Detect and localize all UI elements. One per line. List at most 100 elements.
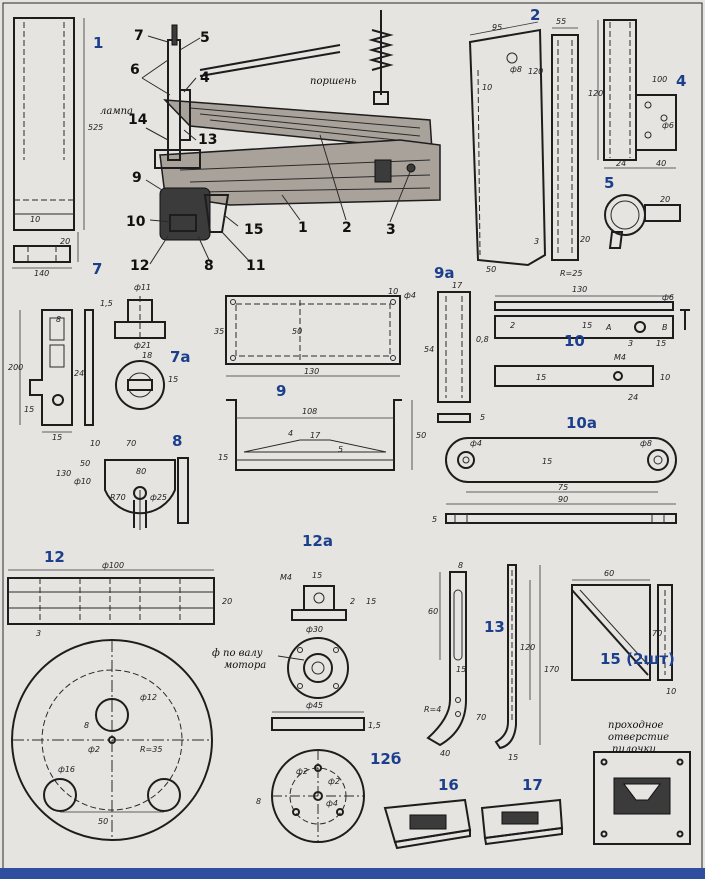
- dim-9-f4: ф4: [404, 291, 416, 300]
- dim-10-m4: М4: [614, 353, 626, 362]
- dim-8-50: 50: [80, 459, 90, 468]
- dim-10-130: 130: [572, 285, 587, 294]
- part-10a-drawing: [445, 437, 677, 524]
- dim-12b-f2b: ф2: [328, 777, 340, 786]
- part-10-drawing: [494, 295, 690, 387]
- figure-label-4: 4: [676, 72, 686, 90]
- figure-label-13: 13: [484, 618, 505, 636]
- dim-10a-f4: ф4: [470, 439, 482, 448]
- callout-5: 5: [200, 30, 210, 46]
- dim-10-a: A: [605, 323, 611, 332]
- dim-13-70: 70: [476, 713, 486, 722]
- dim-12b-f2a: ф2: [296, 767, 308, 776]
- dim-12-f100: ф100: [102, 561, 124, 570]
- dim-4-100: 100: [652, 75, 667, 84]
- figure-label-12b: 12б: [370, 750, 401, 768]
- figure-label-12: 12: [44, 548, 65, 566]
- figure-label-7: 7: [92, 260, 102, 278]
- figure-label-2: 2: [530, 6, 540, 24]
- callout-9: 9: [132, 170, 142, 186]
- part-4-drawing: [597, 19, 677, 169]
- annotation-through-hole-1: проходное: [608, 720, 663, 731]
- figure-label-17: 17: [522, 776, 543, 794]
- dim-9a-54: 54: [424, 345, 434, 354]
- figure-label-15: 15 (2шт): [600, 650, 675, 668]
- dim-10a-90: 90: [558, 495, 568, 504]
- dim-10-2: 2: [510, 321, 515, 330]
- figure-label-7a: 7а: [170, 348, 191, 366]
- dim-4-f6: ф6: [662, 121, 674, 130]
- callout-10: 10: [126, 214, 146, 230]
- dim-10-b: B: [662, 323, 668, 332]
- part-13-drawing: [426, 564, 541, 750]
- figure-label-12a: 12а: [302, 532, 333, 550]
- callout-11: 11: [246, 258, 265, 274]
- figure-label-10: 10: [564, 332, 585, 350]
- dim-7-200: 200: [8, 363, 23, 372]
- part-9a-drawing: [437, 291, 471, 423]
- dim-10a-15: 15: [542, 457, 552, 466]
- part-15-drawing: [571, 579, 673, 681]
- dim-9-50: 50: [292, 327, 302, 336]
- dim-5-20: 20: [660, 195, 670, 204]
- dim-4-40: 40: [656, 159, 666, 168]
- dim-9a-17: 17: [452, 281, 463, 290]
- dim-12b-f4: ф4: [326, 799, 338, 808]
- part-9-drawing: [225, 295, 413, 471]
- dim-4-24: 24: [616, 159, 626, 168]
- dim-9-17: 17: [310, 431, 321, 440]
- dim-1-20: 20: [60, 237, 70, 246]
- dim-9-4: 4: [288, 429, 293, 438]
- dim-2-10: 10: [482, 83, 492, 92]
- dim-7-15b: 15: [52, 433, 62, 442]
- dim-1-10: 10: [30, 215, 40, 224]
- callout-4: 4: [200, 70, 210, 86]
- part-5-drawing: [604, 194, 681, 249]
- dim-2-50: 50: [486, 265, 496, 274]
- dim-10a-f8: ф8: [640, 439, 652, 448]
- dim-13-170: 170: [544, 665, 559, 674]
- part-8-drawing: [104, 457, 189, 530]
- figure-label-9: 9: [276, 382, 286, 400]
- part-12b-drawing: [271, 711, 365, 843]
- dim-12-20: 20: [222, 597, 232, 606]
- annotation-piston: поршень: [310, 76, 356, 87]
- dim-9a-0-8: 0,8: [476, 335, 489, 344]
- dim-2-120: 120: [528, 67, 543, 76]
- dim-12a-15b: 15: [366, 597, 376, 606]
- dim-10a-75: 75: [558, 483, 568, 492]
- callout-15: 15: [244, 222, 263, 238]
- callout-6: 6: [130, 62, 140, 78]
- dim-13-40: 40: [440, 749, 450, 758]
- part-1-drawing: [12, 17, 85, 269]
- dim-12-f16: ф16: [58, 765, 75, 774]
- dim-15-10: 10: [666, 687, 676, 696]
- figure-label-16: 16: [438, 776, 459, 794]
- dim-10-3: 3: [628, 339, 633, 348]
- dim-9-50b: 50: [416, 431, 426, 440]
- callout-14: 14: [128, 112, 148, 128]
- figure-label-1: 1: [93, 34, 103, 52]
- dim-7-f11: ф11: [134, 283, 151, 292]
- dim-13-8: 8: [458, 561, 463, 570]
- through-hole-detail: [593, 751, 691, 845]
- dim-7-24: 24: [74, 369, 84, 378]
- dim-1-140: 140: [34, 269, 49, 278]
- dim-10-f6: ф6: [662, 293, 674, 302]
- dim-8-130: 130: [56, 469, 71, 478]
- dim-12-8: 8: [84, 721, 89, 730]
- dim-7-f21: ф21: [134, 341, 151, 350]
- part-7-drawing: [19, 309, 94, 433]
- dim-10-10: 10: [660, 373, 670, 382]
- callout-8: 8: [204, 258, 214, 274]
- dim-12a-2: 2: [350, 597, 355, 606]
- part-12a-drawing: [277, 585, 349, 699]
- dim-12a-f30: ф30: [306, 625, 323, 634]
- dim-1-525: 525: [88, 123, 103, 132]
- part-16-drawing: [383, 798, 472, 850]
- annotation-lamp: лампа: [100, 106, 133, 117]
- dim-9-5: 5: [338, 445, 343, 454]
- dim-12-f2: ф2: [88, 745, 100, 754]
